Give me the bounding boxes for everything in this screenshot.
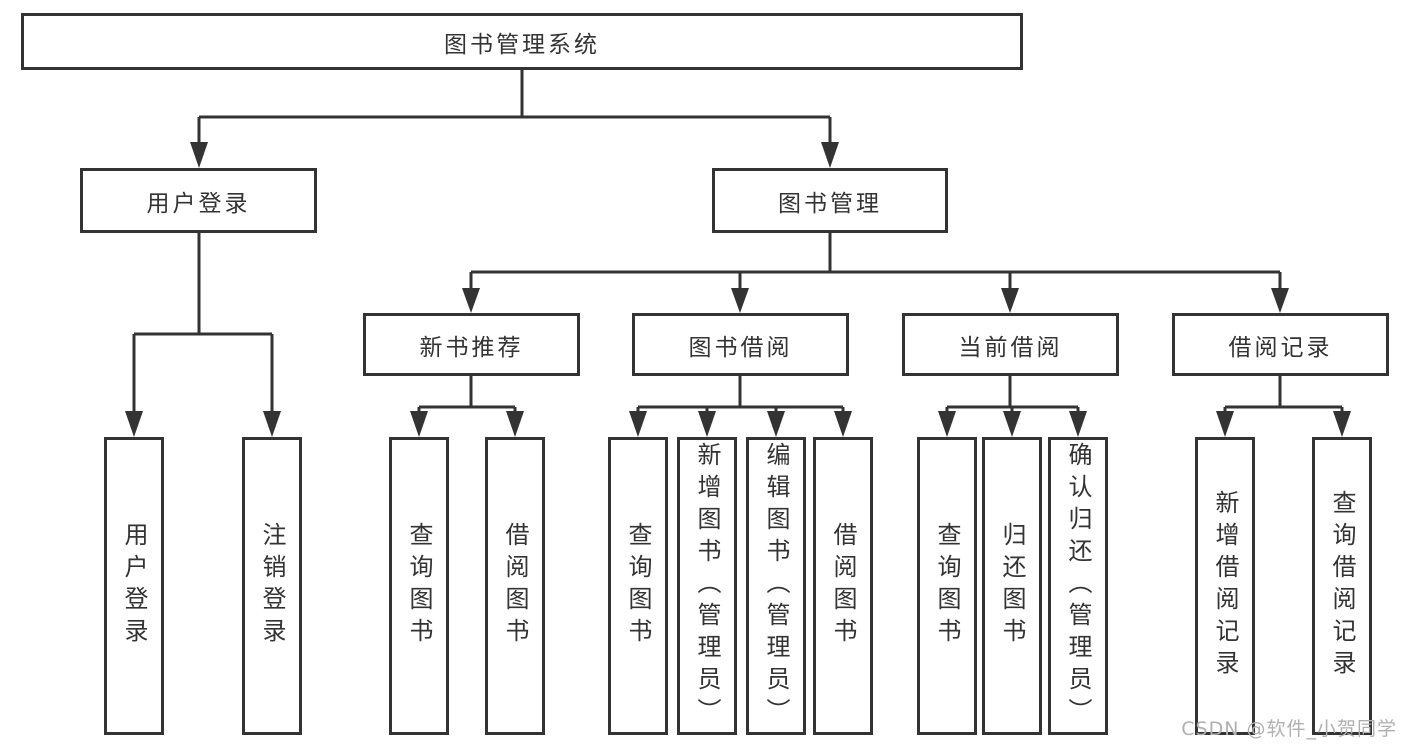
leaf-add-books-admin: 新增图书（管理员） xyxy=(677,437,737,735)
node-label: 图书管理 xyxy=(778,190,882,217)
node-label: 当前借阅 xyxy=(958,334,1063,361)
leaf-query-borrow-record: 查询借阅记录 xyxy=(1312,437,1372,735)
node-label: 借阅图书 xyxy=(501,522,529,650)
node-current-borrowing: 当前借阅 xyxy=(902,313,1119,376)
leaf-logout-login: 注销登录 xyxy=(242,437,302,735)
leaf-query-books-borrow: 查询图书 xyxy=(608,437,668,735)
node-label: 查询图书 xyxy=(933,522,961,650)
node-book-management: 图书管理 xyxy=(712,168,948,233)
node-label: 编辑图书（管理员） xyxy=(762,442,790,730)
node-user-login: 用户登录 xyxy=(80,168,317,233)
node-label: 新书推荐 xyxy=(419,334,524,361)
leaf-borrow-books: 借阅图书 xyxy=(813,437,873,735)
leaf-add-borrow-record: 新增借阅记录 xyxy=(1195,437,1255,735)
node-label: 归还图书 xyxy=(998,522,1026,650)
leaf-confirm-return-admin: 确认归还（管理员） xyxy=(1048,437,1108,735)
node-label: 用户登录 xyxy=(146,190,251,217)
node-label: 新增图书（管理员） xyxy=(693,442,721,730)
node-label: 查询图书 xyxy=(405,522,433,650)
node-label: 注销登录 xyxy=(258,522,286,650)
node-new-book-recommendation: 新书推荐 xyxy=(363,313,580,376)
node-library-management-system: 图书管理系统 xyxy=(21,13,1023,70)
leaf-query-books-recommend: 查询图书 xyxy=(389,437,449,735)
leaf-return-books: 归还图书 xyxy=(982,437,1042,735)
node-label: 查询图书 xyxy=(624,522,652,650)
leaf-query-books-current: 查询图书 xyxy=(917,437,977,735)
leaf-borrow-books-recommend: 借阅图书 xyxy=(485,437,545,735)
node-borrowing-records: 借阅记录 xyxy=(1172,313,1389,376)
node-label: 新增借阅记录 xyxy=(1211,490,1239,682)
node-label: 借阅记录 xyxy=(1228,334,1333,361)
leaf-user-login: 用户登录 xyxy=(104,437,164,735)
leaf-edit-books-admin: 编辑图书（管理员） xyxy=(746,437,806,735)
csdn-watermark: CSDN @软件_小贺同学 xyxy=(1181,718,1397,740)
node-book-borrowing: 图书借阅 xyxy=(632,313,849,376)
node-label: 用户登录 xyxy=(120,522,148,650)
node-label: 确认归还（管理员） xyxy=(1064,442,1092,730)
node-label: 借阅图书 xyxy=(829,522,857,650)
node-label: 图书管理系统 xyxy=(444,31,600,58)
node-label: 图书借阅 xyxy=(688,334,793,361)
node-label: 查询借阅记录 xyxy=(1328,490,1356,682)
